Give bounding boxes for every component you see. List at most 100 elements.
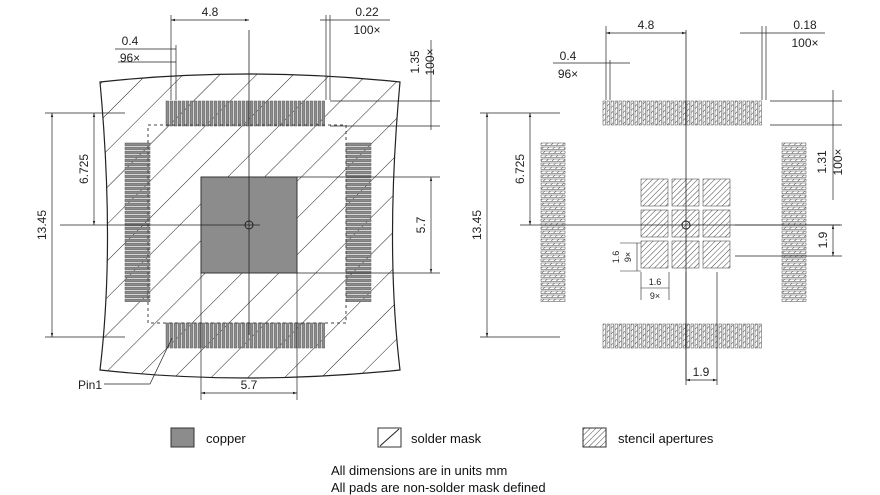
stencil-pad <box>781 238 807 242</box>
pad <box>273 322 277 349</box>
pad <box>237 322 241 349</box>
stencil-pad <box>540 254 566 258</box>
stencil-pad <box>734 100 738 126</box>
stencil-pad <box>781 154 807 158</box>
stencil-pad <box>730 323 734 349</box>
pad <box>197 100 201 127</box>
pad <box>345 262 372 266</box>
legend-copper-label: copper <box>206 431 246 446</box>
pad <box>181 322 185 349</box>
stencil-pad <box>650 100 654 126</box>
stencil-pad <box>540 158 566 162</box>
pad <box>201 322 205 349</box>
stencil-pad <box>781 246 807 250</box>
stencil-pad <box>686 100 690 126</box>
right-dim-top-pitch-count: 96× <box>558 67 578 81</box>
stencil-pad <box>714 100 718 126</box>
stencil-pad <box>781 210 807 214</box>
legend-stencil-swatch <box>582 427 607 448</box>
stencil-pad <box>606 100 610 126</box>
pad <box>345 178 372 182</box>
stencil-pad <box>540 274 566 278</box>
pad <box>173 322 177 349</box>
stencil-pad <box>626 323 630 349</box>
right-dim-top-pitch: 0.4 <box>560 49 577 63</box>
stencil-pad <box>634 323 638 349</box>
stencil-aperture <box>640 240 669 269</box>
stencil-pad <box>781 266 807 270</box>
pad <box>217 100 221 127</box>
pad <box>345 194 372 198</box>
pad <box>237 100 241 127</box>
pad <box>345 250 372 254</box>
pad <box>345 254 372 258</box>
stencil-pad <box>618 323 622 349</box>
center-mark <box>244 220 254 230</box>
pad <box>229 100 233 127</box>
pad <box>321 100 325 127</box>
stencil-aperture <box>640 178 669 207</box>
stencil-pad <box>781 174 807 178</box>
pad <box>297 100 301 127</box>
stencil-aperture <box>671 178 700 207</box>
stencil-pad <box>540 154 566 158</box>
stencil-pad <box>781 146 807 150</box>
stencil-pad <box>706 100 710 126</box>
stencil-pad <box>738 100 742 126</box>
pad <box>305 100 309 127</box>
pad <box>245 100 249 127</box>
pad <box>124 270 151 274</box>
pad <box>173 100 177 127</box>
stencil-pad <box>781 282 807 286</box>
stencil-pad <box>610 100 614 126</box>
pad <box>273 100 277 127</box>
stencil-pad <box>634 100 638 126</box>
pad <box>345 166 372 170</box>
pad <box>269 100 273 127</box>
pad <box>249 322 253 349</box>
stencil-pad <box>602 100 606 126</box>
pad <box>181 100 185 127</box>
pad <box>281 100 285 127</box>
pad <box>317 322 321 349</box>
right-dim-top-center: 4.8 <box>638 18 655 32</box>
pad <box>245 322 249 349</box>
pad <box>253 100 257 127</box>
pad <box>177 100 181 127</box>
dim-stencil-v: 1.6 <box>611 251 621 264</box>
stencil-pad <box>781 242 807 246</box>
stencil-pad <box>710 100 714 126</box>
stencil-pad <box>540 270 566 274</box>
stencil-pad <box>670 100 674 126</box>
legend-copper-swatch <box>170 427 195 448</box>
stencil-pad <box>726 100 730 126</box>
pad <box>124 286 151 290</box>
stencil-pad <box>638 100 642 126</box>
pin1-label: Pin1 <box>78 378 102 392</box>
pad <box>229 322 233 349</box>
stencil-pad <box>781 230 807 234</box>
pad <box>124 278 151 282</box>
pad <box>345 266 372 270</box>
pad <box>345 202 372 206</box>
stencil-pad <box>781 290 807 294</box>
right-dim-stencil-pitch-v: 1.9 <box>816 231 830 248</box>
pad <box>124 166 151 170</box>
pad <box>345 174 372 178</box>
pad <box>124 246 151 250</box>
stencil-pad <box>670 323 674 349</box>
note-units: All dimensions are in units mm <box>331 463 507 478</box>
right-left-pads <box>540 142 566 302</box>
pad <box>345 170 372 174</box>
pad <box>293 100 297 127</box>
pad <box>345 242 372 246</box>
stencil-pad <box>781 170 807 174</box>
pad <box>124 274 151 278</box>
stencil-pad <box>610 323 614 349</box>
right-right-pads <box>781 142 807 302</box>
pad <box>165 100 169 127</box>
pad <box>124 182 151 186</box>
pad <box>345 222 372 226</box>
stencil-pad <box>630 100 634 126</box>
dim-stencil-h: 1.6 <box>649 277 662 287</box>
